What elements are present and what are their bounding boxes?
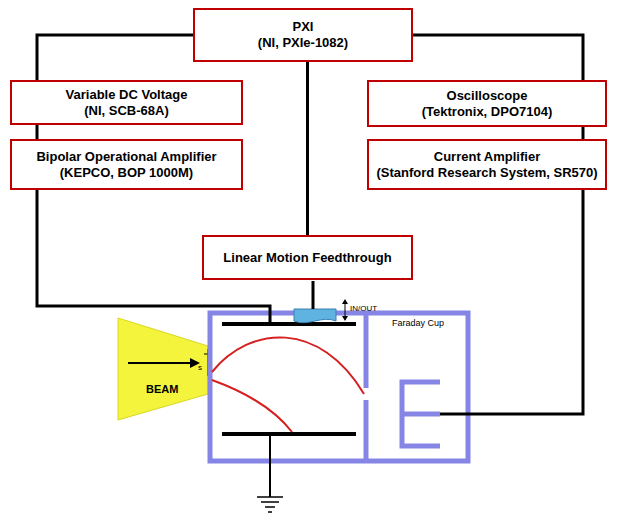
aperture-wall (364, 400, 369, 461)
vacuum-chamber (210, 313, 468, 461)
motion-label: IN/OUT (350, 304, 377, 313)
equipment-box: PXI(NI, PXIe-1082) (193, 8, 413, 62)
equipment-model: (NI, SCB-68A) (84, 103, 169, 119)
equipment-model: (Stanford Research System, SR570) (376, 165, 597, 181)
signal-connector (413, 35, 583, 80)
ion-trajectory (212, 380, 292, 432)
slit-label: s (198, 363, 202, 372)
equipment-name: Oscilloscope (447, 88, 528, 104)
equipment-name: Current Amplifier (434, 149, 540, 165)
beam-arrow (128, 362, 196, 364)
equipment-model: (KEPCO, BOP 1000M) (60, 165, 193, 181)
feedthrough-knob (294, 309, 336, 323)
feedthrough-rod (312, 281, 315, 309)
beam-label: BEAM (146, 383, 178, 395)
equipment-box: Linear Motion Feedthrough (202, 235, 413, 280)
signal-connector (37, 35, 193, 80)
equipment-name: PXI (293, 19, 314, 35)
signal-connector (306, 62, 309, 235)
ground-symbol (265, 506, 275, 508)
beam-cone (118, 318, 208, 420)
ground-symbol (261, 501, 279, 503)
signal-connector (36, 125, 39, 139)
equipment-box: Bipolar Operational Amplifier(KEPCO, BOP… (10, 139, 243, 190)
signal-connector (582, 127, 585, 139)
signal-wire (440, 190, 583, 414)
ground-wire (269, 436, 271, 497)
equipment-name: Bipolar Operational Amplifier (36, 149, 216, 165)
equipment-box: Current Amplifier(Stanford Research Syst… (367, 139, 607, 190)
equipment-name: Variable DC Voltage (66, 87, 188, 103)
ground-symbol (257, 496, 283, 498)
ground-symbol (268, 511, 272, 513)
equipment-model: (Tektronix, DPO7104) (422, 104, 553, 120)
equipment-name: Linear Motion Feedthrough (223, 250, 391, 266)
part-label: Faraday Cup (392, 318, 444, 328)
equipment-box: Variable DC Voltage(NI, SCB-68A) (10, 80, 243, 125)
motion-arrow (342, 299, 348, 321)
faraday-cup (402, 382, 440, 446)
aperture-wall (364, 313, 369, 388)
equipment-box: Oscilloscope(Tektronix, DPO7104) (367, 80, 607, 127)
deflector-plate (222, 322, 356, 326)
deflector-plate (222, 432, 356, 436)
ion-trajectory (212, 337, 364, 394)
equipment-model: (NI, PXIe-1082) (258, 35, 348, 51)
faraday-cup-electrode (402, 412, 440, 417)
